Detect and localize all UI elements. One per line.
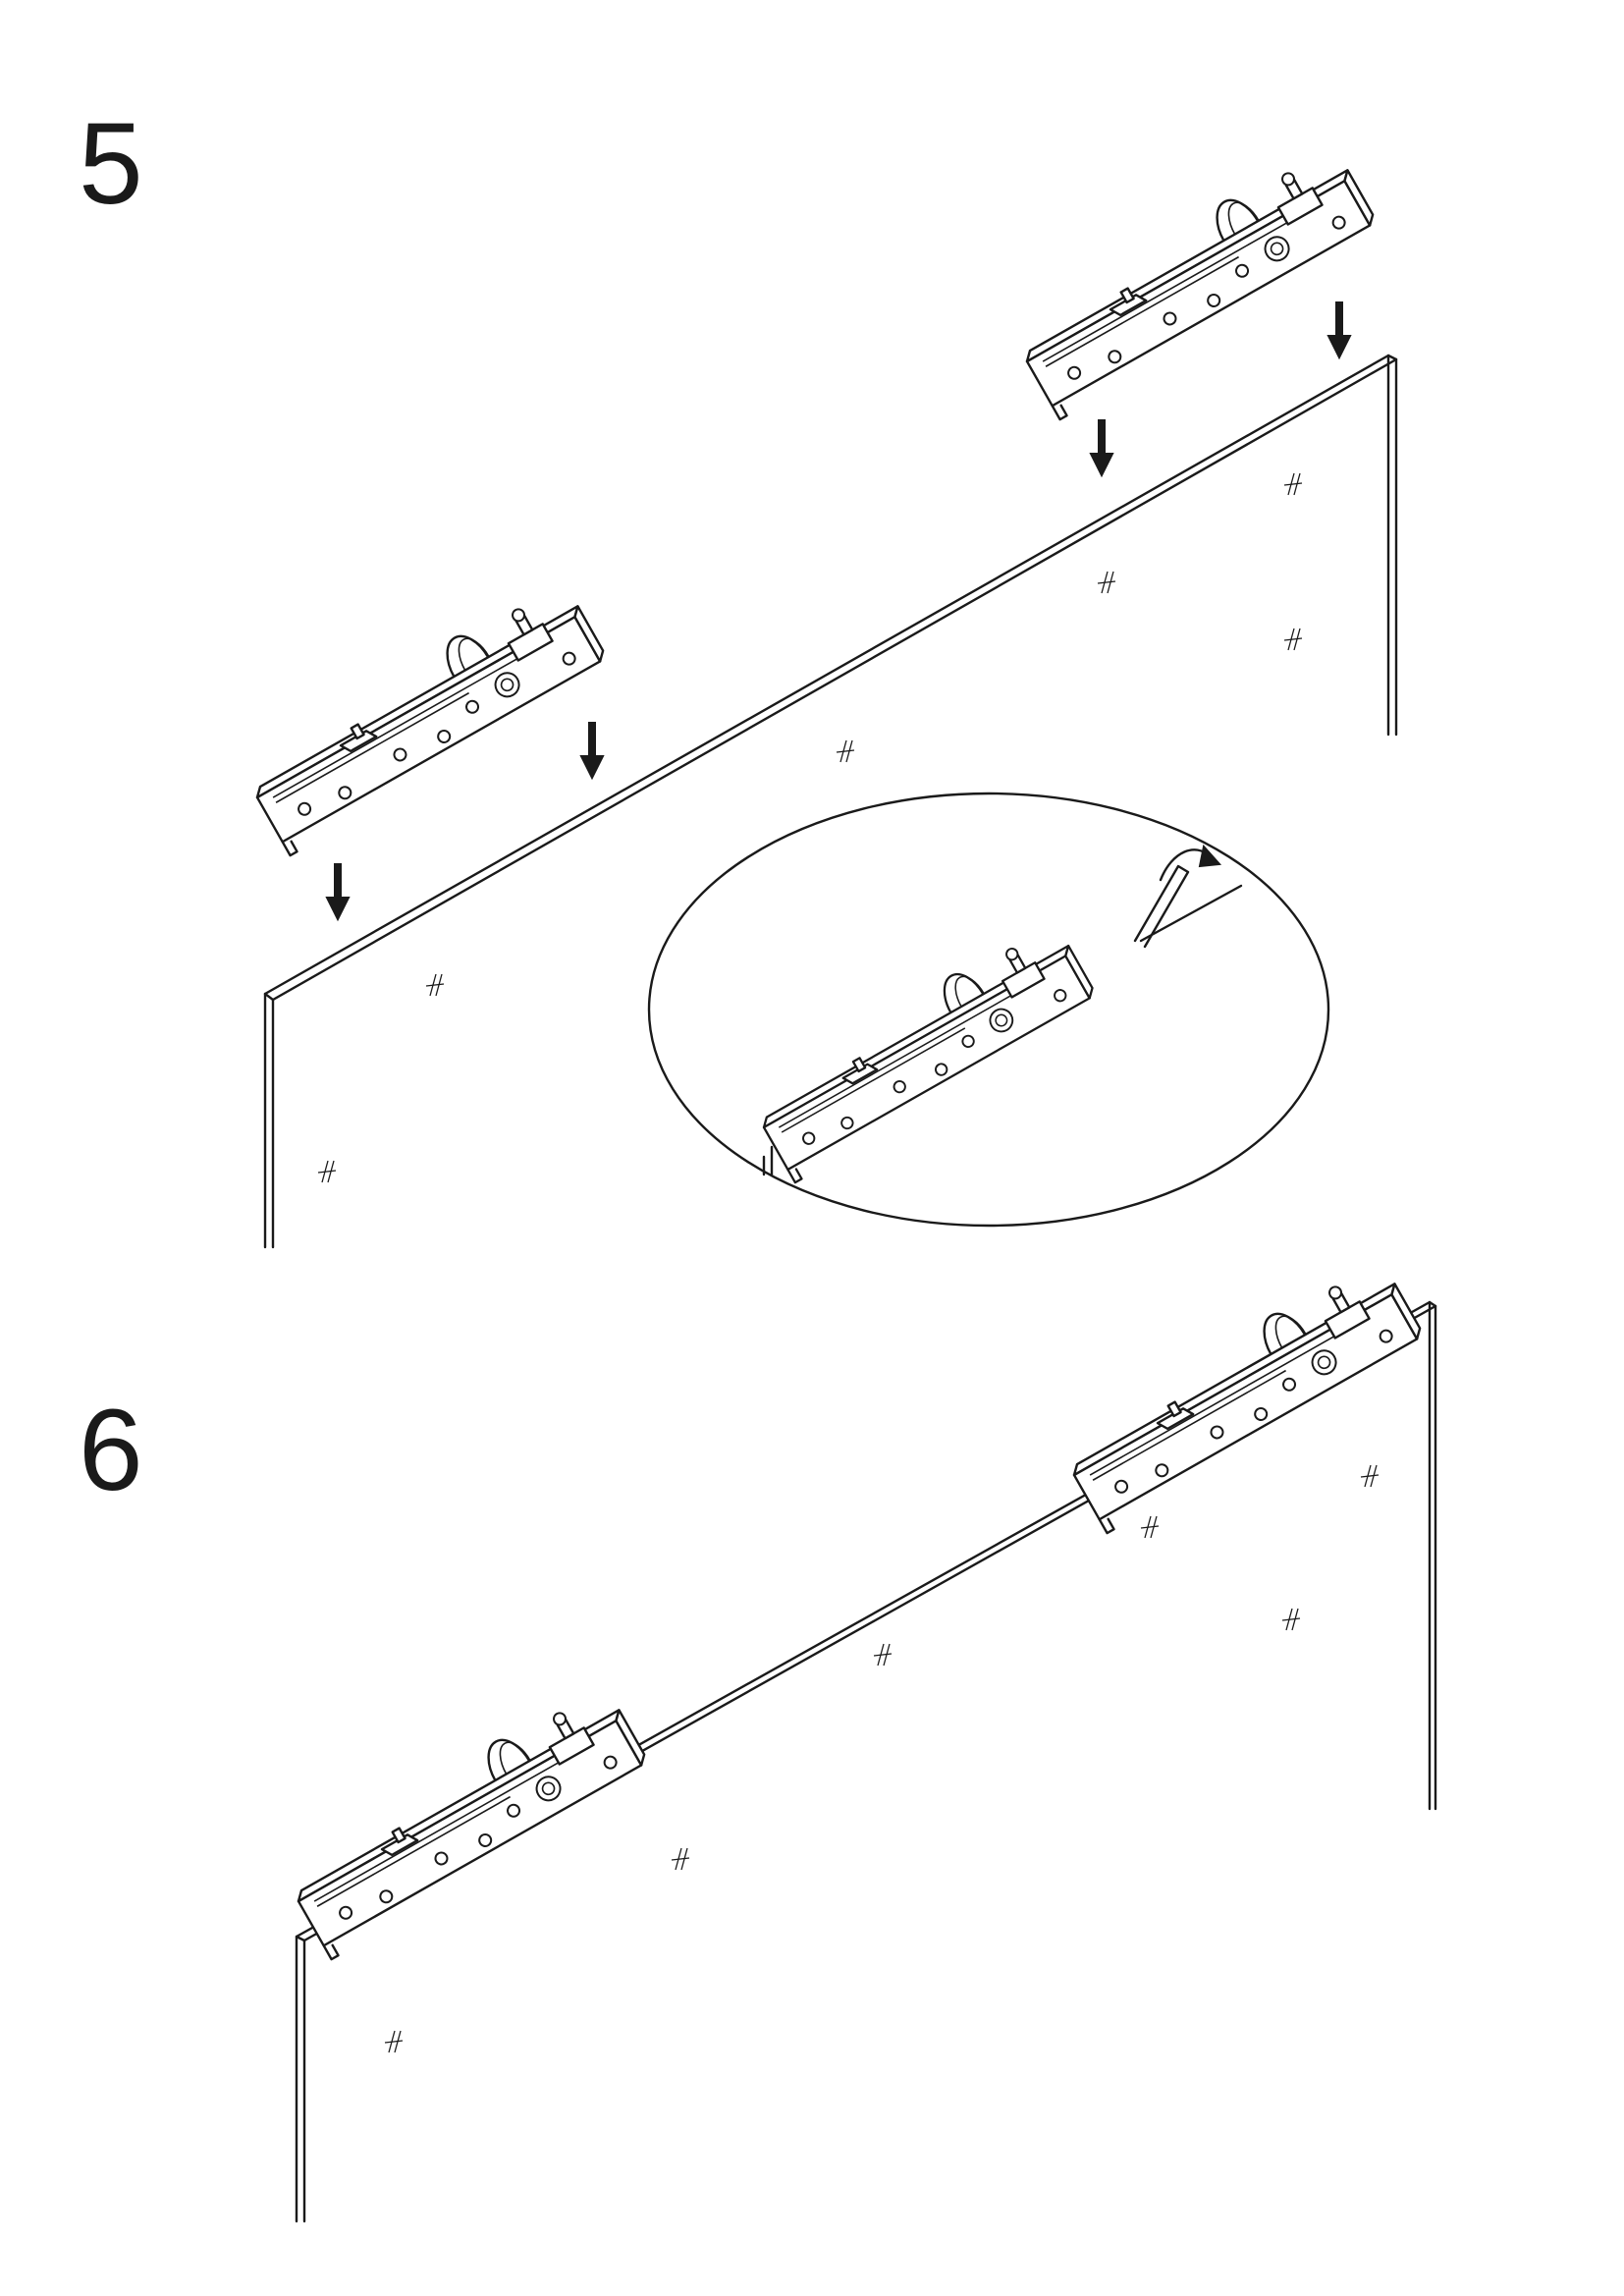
step-5-number: 5	[79, 99, 143, 229]
left-roller-bracket-mounted	[277, 1679, 658, 1961]
detail-magnifier	[647, 792, 1330, 1228]
right-roller-bracket	[1005, 139, 1386, 421]
left-roller-bracket	[236, 575, 617, 857]
step-5-illustration	[236, 139, 1398, 1249]
right-roller-bracket-mounted	[1053, 1253, 1434, 1535]
step-6-number: 6	[79, 1386, 143, 1515]
flip-clip	[1133, 864, 1190, 949]
detail-bracket	[743, 916, 1105, 1184]
down-arrows	[326, 301, 1351, 920]
glass-panel	[263, 354, 1398, 1249]
glass-glare-marks	[317, 472, 1303, 1183]
step-6-illustration	[277, 1253, 1437, 2223]
glass-panel-assembled	[295, 1300, 1437, 2223]
